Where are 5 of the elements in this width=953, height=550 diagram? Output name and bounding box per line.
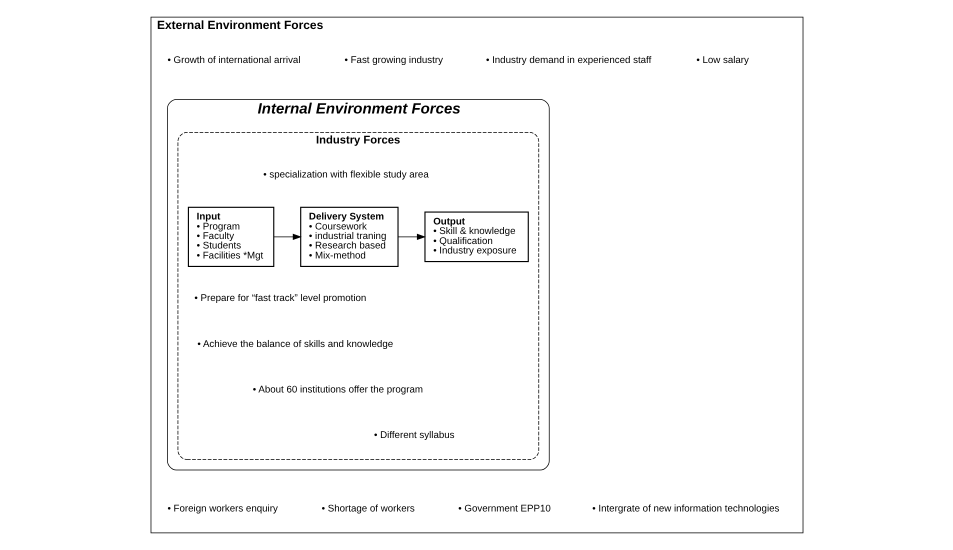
node-box: Input • Program • Faculty • Students • Facilities *Mgt [187,206,274,267]
arrow [397,234,426,240]
arrow [272,234,302,240]
node-box: Output • Skill & knowledge • Qualification • Industry exposure [424,212,528,262]
node-box: Delivery System • Coursework • industrial traning • Research based • Mix-method [300,206,398,267]
